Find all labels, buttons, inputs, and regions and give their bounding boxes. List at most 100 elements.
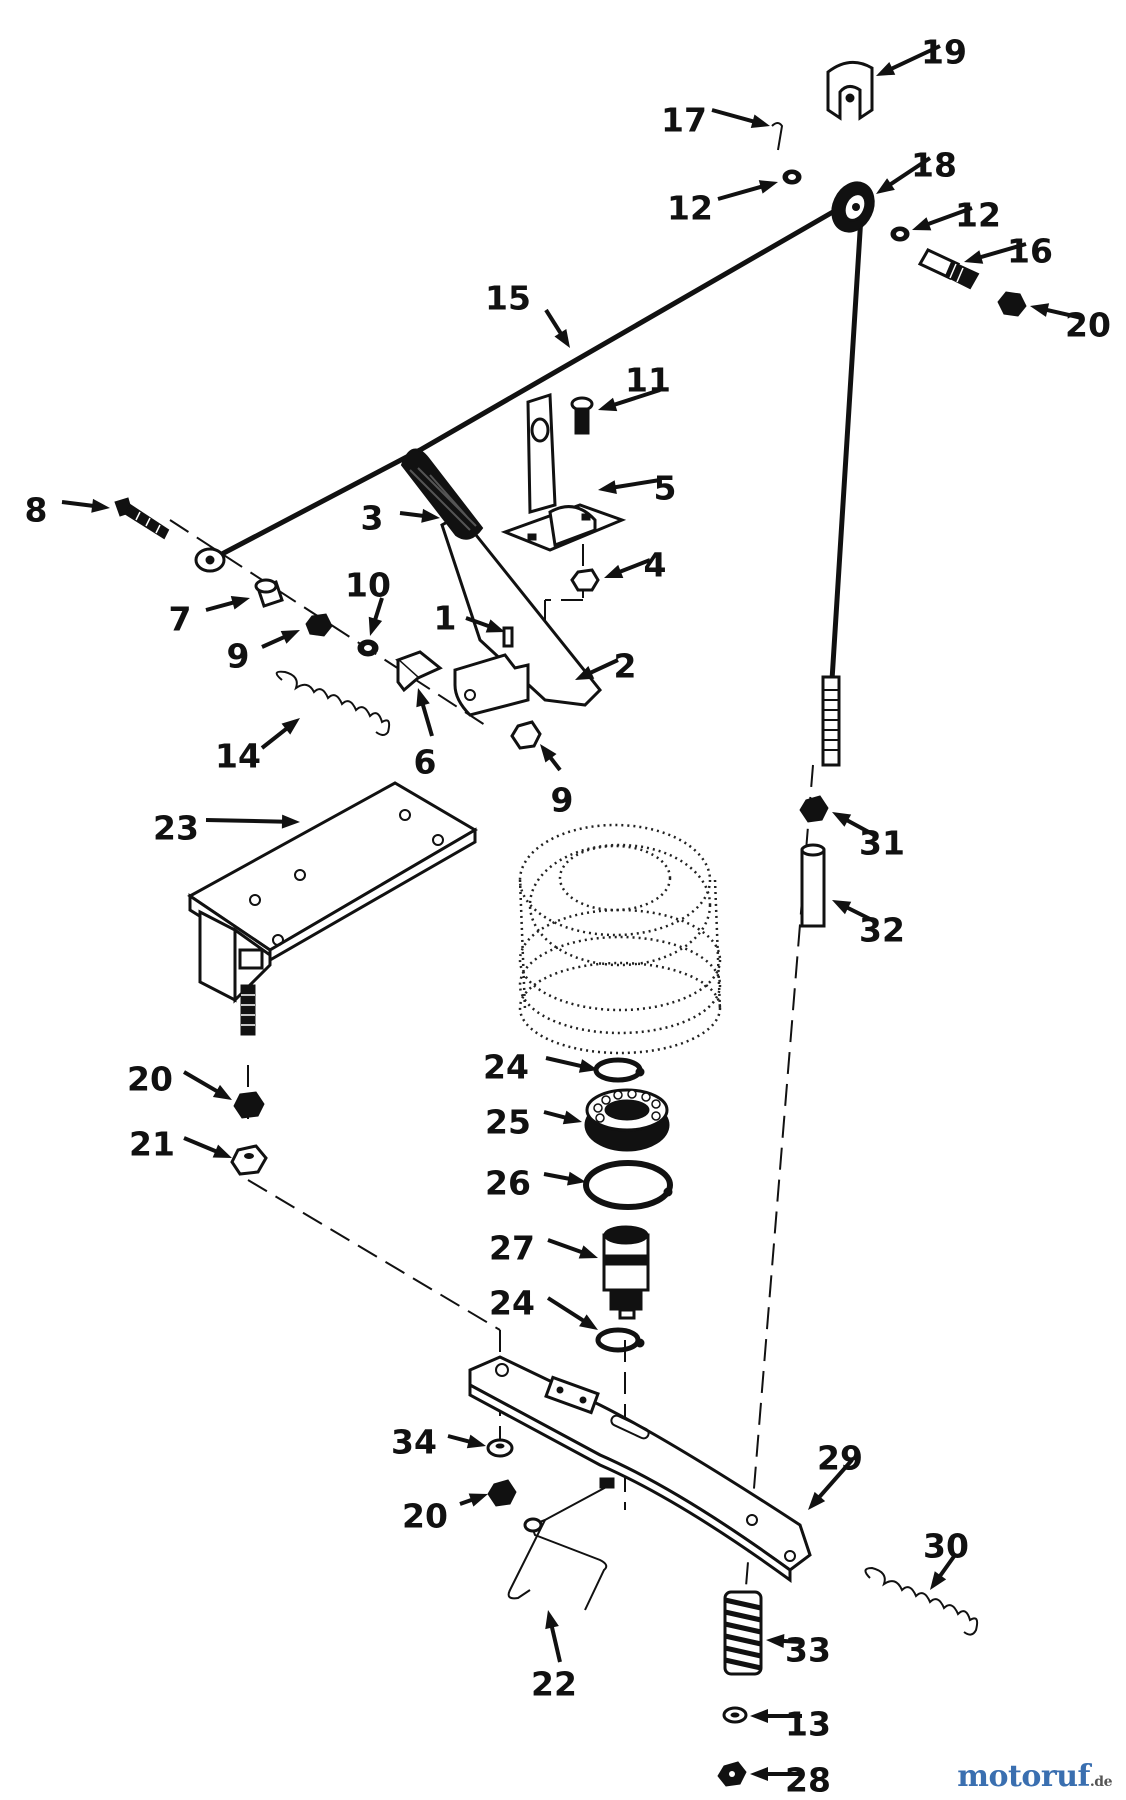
callout-arrowhead: [832, 900, 852, 915]
nut-part-20-left: [233, 1091, 265, 1119]
callout-arrow-line: [205, 599, 238, 612]
plate-stud: [240, 984, 256, 1036]
callout-label: 11: [625, 361, 671, 400]
callout-label: 26: [485, 1164, 531, 1203]
clutch-pulley-ghost: [518, 823, 722, 1055]
nut-part-9-bottom: [510, 720, 542, 750]
callout-label: 30: [923, 1527, 969, 1566]
callout-label: 29: [817, 1439, 863, 1478]
callout-arrow-line: [610, 388, 661, 408]
callout-arrowhead: [230, 595, 250, 610]
callout-arrowhead: [421, 508, 440, 523]
callout-c29: 29: [808, 1439, 863, 1510]
spring-part-14: [275, 670, 391, 736]
callout-arrow-line: [543, 1110, 569, 1121]
callout-label: 23: [153, 809, 199, 848]
watermark-logo: motoruf.de: [957, 1759, 1112, 1794]
callout-label: 9: [227, 637, 250, 676]
callout-arrow-line: [465, 616, 493, 630]
callout-c14: 14: [215, 718, 300, 776]
washer-part-34: [486, 1438, 514, 1458]
callout-arrowhead: [598, 480, 617, 495]
callout-arrowhead: [930, 1571, 947, 1590]
callout-arrow-line: [261, 633, 289, 649]
callout-c28: 28: [750, 1761, 831, 1800]
callout-c6: 6: [414, 688, 436, 782]
shaft-part-16: [917, 248, 980, 290]
callout-arrow-line: [399, 511, 427, 519]
callout-arrowhead: [416, 688, 430, 708]
callout-arrowhead: [567, 1171, 586, 1186]
callout-c26: 26: [485, 1164, 586, 1203]
callout-arrow-line: [546, 1296, 588, 1325]
callout-label: 19: [921, 33, 967, 72]
callout-c1: 1: [434, 599, 505, 638]
callout-arrowhead: [554, 329, 570, 348]
nut-part-20-bottom: [487, 1479, 517, 1507]
washer-part-13: [722, 1706, 748, 1724]
callout-arrow-line: [924, 206, 973, 228]
callout-label: 24: [483, 1048, 529, 1087]
bolt-part-11: [570, 396, 594, 435]
callout-arrowhead: [212, 1084, 232, 1100]
callout-arrow-line: [182, 1070, 221, 1095]
callout-arrowhead: [562, 1110, 582, 1125]
callout-label: 27: [489, 1229, 535, 1268]
callout-arrow-line: [1043, 307, 1083, 320]
callout-c25: 25: [485, 1103, 582, 1142]
lever-arm-part-2: [453, 653, 530, 717]
callout-arrow-line: [545, 1056, 585, 1069]
callout-arrowhead: [91, 498, 110, 513]
callout-arrowhead: [876, 178, 895, 194]
callout-c31: 31: [832, 812, 905, 863]
callout-label: 4: [644, 546, 667, 585]
callout-arrow-line: [543, 1172, 573, 1182]
callout-c15: 15: [485, 279, 570, 348]
callout-arrowhead: [808, 1491, 826, 1510]
watermark-tld: .de: [1089, 1774, 1113, 1790]
cotter-pin-part-17: [771, 122, 784, 151]
callout-arrow-line: [205, 818, 287, 824]
callout-label: 20: [402, 1497, 448, 1536]
pulley-part-18: [831, 181, 875, 233]
callout-arrowhead: [281, 718, 300, 735]
callout-c30: 30: [923, 1527, 969, 1590]
callout-c27: 27: [489, 1229, 598, 1268]
callout-c24a: 24: [483, 1048, 598, 1087]
callout-label: 33: [785, 1631, 831, 1670]
idler-arm-part-29: [468, 1355, 812, 1583]
callout-arrow-line: [544, 308, 565, 338]
washer-part-12b: [890, 226, 910, 242]
callout-arrowhead: [1030, 303, 1050, 317]
callout-arrow-line: [61, 500, 97, 509]
callout-arrow-line: [260, 725, 291, 750]
callout-arrowhead: [578, 1245, 598, 1259]
callout-arrowhead: [468, 1493, 488, 1507]
callout-arrow-line: [815, 1458, 854, 1501]
callout-c16: 16: [964, 232, 1053, 271]
nut-part-4: [570, 568, 600, 592]
callout-c22: 22: [531, 1610, 577, 1704]
callout-arrowhead: [485, 619, 505, 633]
callout-label: 25: [485, 1103, 531, 1142]
callout-label: 22: [531, 1665, 577, 1704]
callout-arrow-line: [586, 658, 619, 676]
callout-arrowhead: [280, 630, 300, 644]
retaining-ring-part-26: [583, 1160, 673, 1210]
callout-c34: 34: [391, 1423, 486, 1462]
callout-arrowhead: [575, 666, 595, 680]
callout-arrowhead: [578, 1059, 598, 1073]
callout-c12b: 12: [912, 196, 1001, 235]
washer-part-12a: [782, 169, 802, 185]
callout-c20c: 20: [402, 1493, 488, 1536]
nut-part-20-top: [997, 291, 1027, 317]
callout-arrowhead: [832, 812, 852, 827]
callout-label: 16: [1007, 232, 1053, 271]
callout-c20b: 20: [127, 1060, 232, 1100]
mounting-bracket-part-5: [500, 392, 627, 552]
callout-label: 7: [169, 600, 192, 639]
callout-label: 28: [785, 1761, 831, 1800]
cable-threaded-end: [821, 675, 841, 767]
callout-c5: 5: [598, 469, 676, 508]
